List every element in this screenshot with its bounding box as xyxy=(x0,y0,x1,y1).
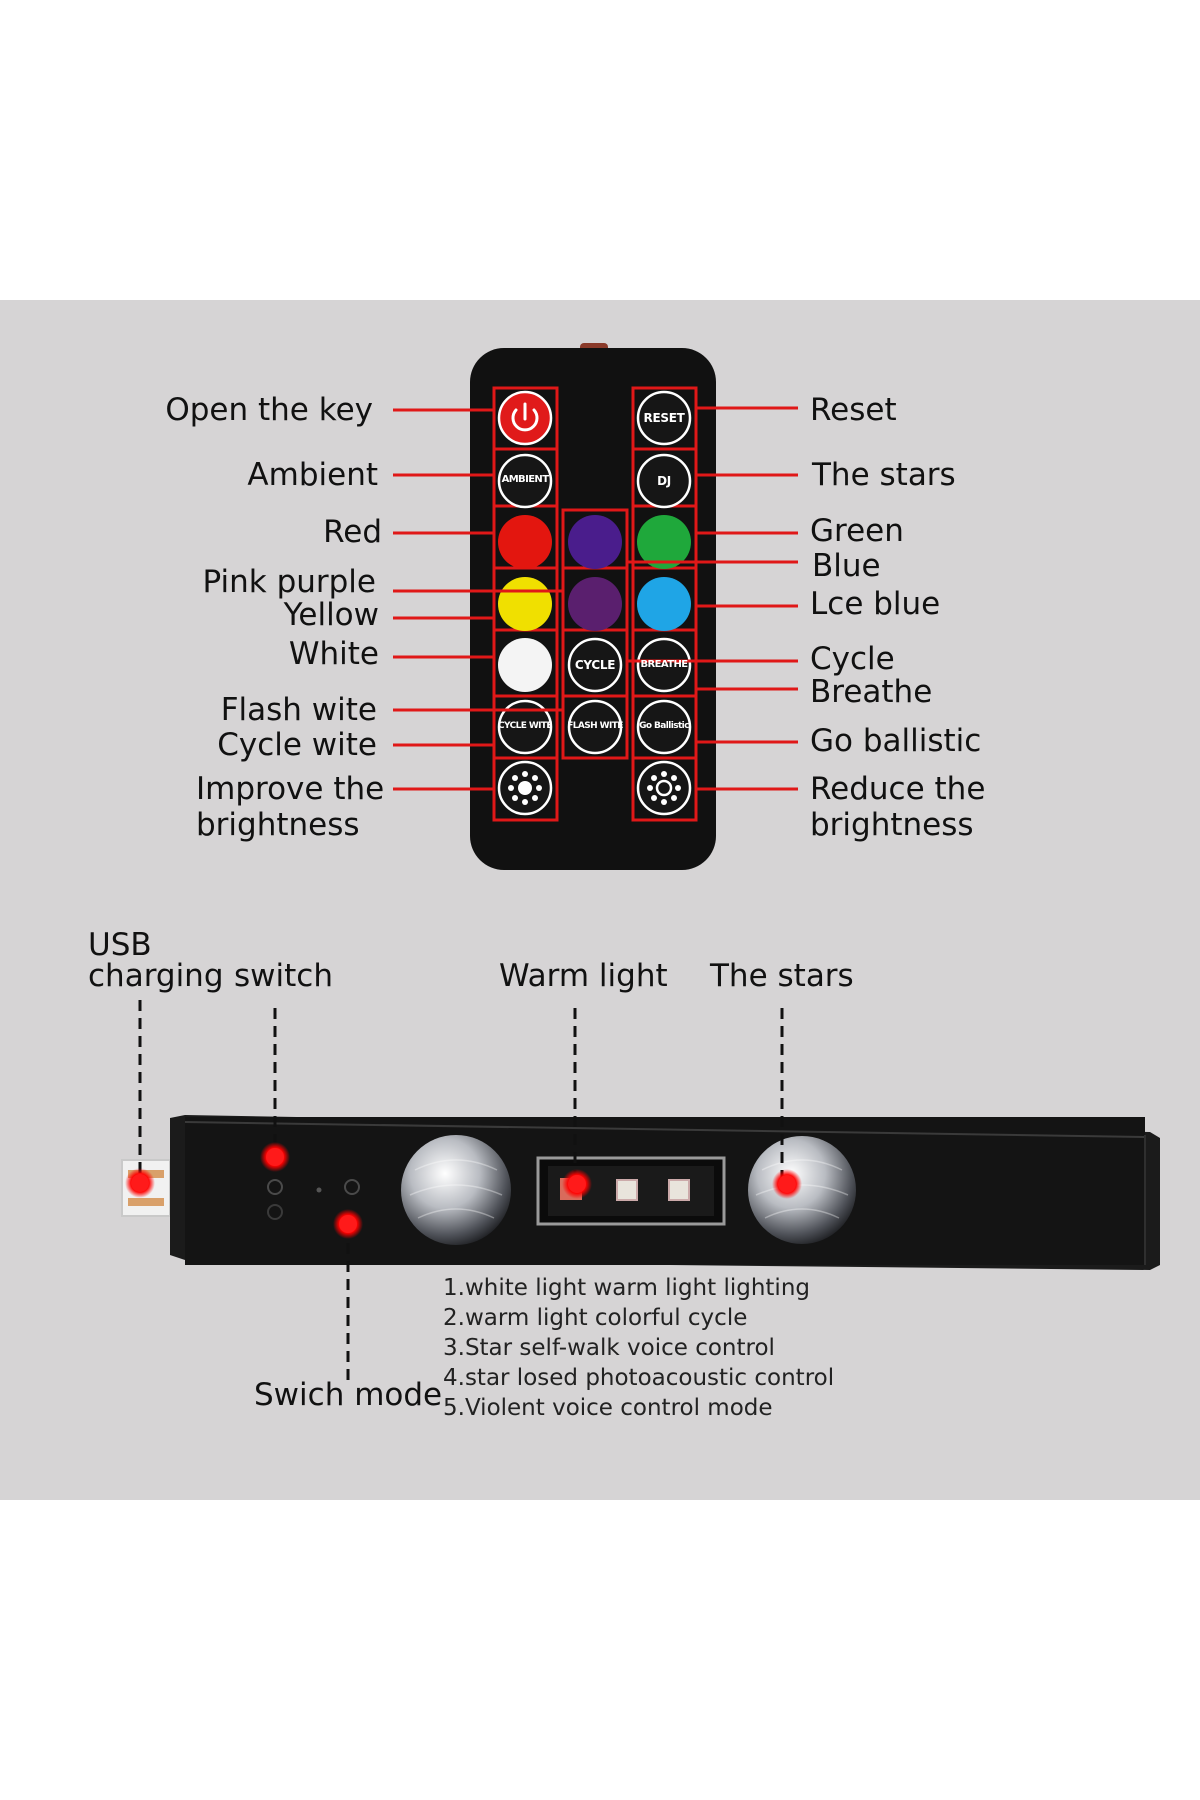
cycle-wite-button[interactable] xyxy=(497,699,553,755)
go-ballistic-button-label: Go Ballistic xyxy=(639,721,689,731)
led-chip xyxy=(668,1179,690,1201)
remote-control xyxy=(470,343,716,870)
label-cycle-wite: Cycle wite xyxy=(217,727,377,763)
label-go-ballistic: Go ballistic xyxy=(810,723,982,759)
breathe-button[interactable] xyxy=(636,637,692,693)
ice-blue-button[interactable] xyxy=(637,577,691,631)
red-button[interactable] xyxy=(498,515,552,569)
led-chip xyxy=(616,1179,638,1201)
label-usb: USB xyxy=(88,927,152,963)
purple-button[interactable] xyxy=(568,515,622,569)
brightness-down-button[interactable] xyxy=(636,760,692,816)
star-dome-right xyxy=(748,1136,856,1244)
breathe-button-label: BREATHE xyxy=(640,659,689,670)
mode-item-2: 2.warm light colorful cycle xyxy=(443,1305,748,1331)
switch-button[interactable] xyxy=(267,1179,283,1195)
mode-item-3: 3.Star self-walk voice control xyxy=(443,1335,775,1361)
dj-button-label: DJ xyxy=(657,474,671,488)
label-switch: switch xyxy=(234,958,333,994)
label-warm-light: Warm light xyxy=(499,958,668,994)
label-ice-blue: Lce blue xyxy=(810,586,941,622)
mode-item-4: 4.star losed photoacoustic control xyxy=(443,1365,835,1391)
label-pink-purple: Pink purple xyxy=(202,564,376,600)
label-green: Green xyxy=(810,513,904,549)
label-blue: Blue xyxy=(812,548,881,584)
right-callout-lines xyxy=(627,406,798,791)
highlight-right-column xyxy=(631,386,698,822)
cycle-button[interactable] xyxy=(567,637,623,693)
yellow-button[interactable] xyxy=(498,577,552,631)
sun-outline-icon xyxy=(647,771,681,805)
label-ambient: Ambient xyxy=(247,457,378,493)
go-ballistic-button[interactable] xyxy=(636,699,692,755)
flash-wite-button[interactable] xyxy=(567,699,623,755)
white-button[interactable] xyxy=(498,638,552,692)
reset-button[interactable] xyxy=(636,390,692,446)
label-open-the-key: Open the key xyxy=(165,392,373,428)
mode-item-5: 5.Violent voice control mode xyxy=(443,1395,773,1421)
green-button[interactable] xyxy=(637,515,691,569)
highlight-left-column xyxy=(492,386,559,822)
device-leader-lines xyxy=(138,1000,784,1380)
sun-icon xyxy=(508,771,542,805)
label-white: White xyxy=(288,636,379,672)
label-flash-wite: Flash wite xyxy=(220,692,377,728)
microphone-hole xyxy=(316,1187,322,1193)
mode-item-1: 1.white light warm light lighting xyxy=(443,1275,810,1301)
cycle-button-label: CYCLE xyxy=(574,658,616,672)
light-bar-device xyxy=(121,1115,1160,1270)
flash-wite-button-label: FLASH WITE xyxy=(567,721,623,731)
label-cycle: Cycle xyxy=(810,641,895,677)
left-callout-lines xyxy=(393,408,563,791)
label-reset: Reset xyxy=(810,392,897,428)
ambient-button-label: AMBIENT xyxy=(501,474,549,485)
label-switch-mode: Swich mode xyxy=(254,1377,443,1413)
label-breathe: Breathe xyxy=(810,674,933,710)
pink-purple-button[interactable] xyxy=(568,577,622,631)
power-icon xyxy=(511,402,539,432)
star-dome-left xyxy=(401,1135,511,1245)
mode-button[interactable] xyxy=(344,1179,360,1195)
label-charging: charging xyxy=(88,958,224,994)
label-red: Red xyxy=(323,514,382,550)
cycle-wite-button-label: CYCLE WITE xyxy=(498,721,553,731)
label-reduce-brightness: Reduce the brightness xyxy=(810,771,986,843)
ambient-button[interactable] xyxy=(497,453,553,509)
highlight-middle-column xyxy=(561,508,629,760)
label-yellow: Yellow xyxy=(283,597,379,633)
red-indicator-dots xyxy=(125,1142,802,1239)
label-improve-brightness: Improve the brightness xyxy=(196,771,385,843)
label-the-stars: The stars xyxy=(812,457,956,493)
label-device-the-stars: The stars xyxy=(710,958,854,994)
reset-button-label: RESET xyxy=(643,411,685,425)
dj-button[interactable] xyxy=(636,453,692,509)
